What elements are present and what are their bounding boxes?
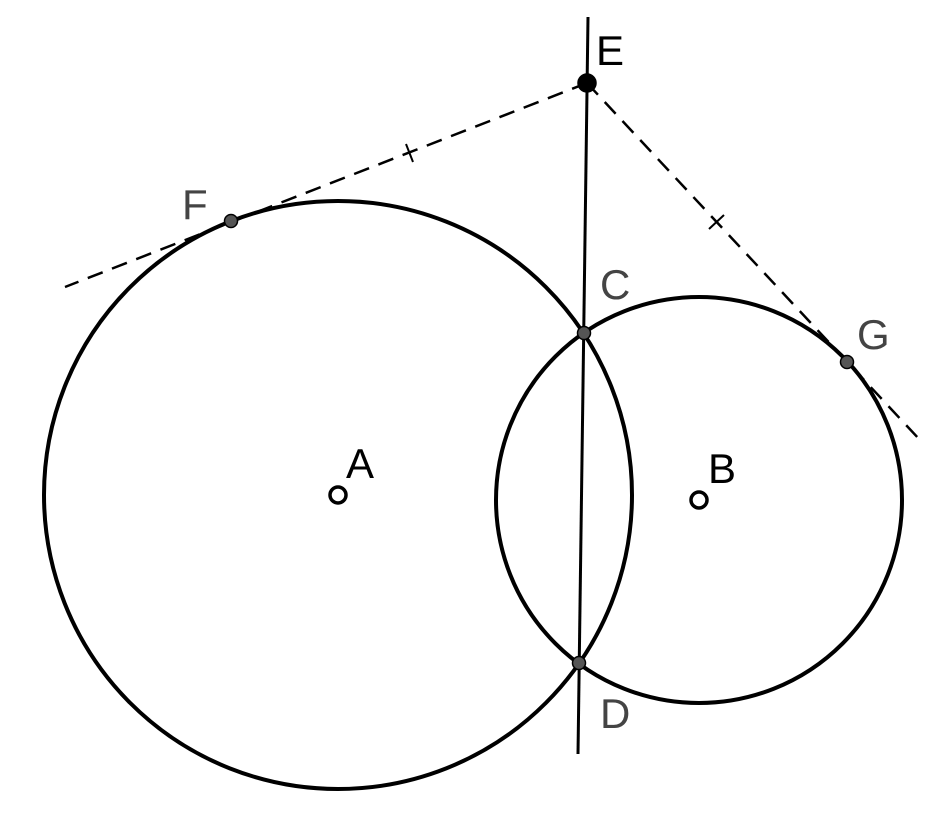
center-a: [328, 485, 348, 505]
tangent-line-eg: [586, 82, 921, 441]
tick-mark-ef: [405, 143, 414, 163]
tangent-line-ef: [64, 81, 588, 289]
label-g: G: [857, 311, 890, 358]
label-a: A: [346, 440, 374, 487]
circle-b: [494, 295, 904, 705]
tick-mark-eg: [708, 214, 725, 230]
point-f: [223, 213, 239, 229]
point-g: [839, 354, 855, 370]
circle-a: [42, 199, 634, 791]
point-e: [577, 73, 597, 93]
label-e: E: [596, 27, 624, 74]
center-b: [689, 490, 709, 510]
radical-axis-line: [576, 16, 590, 755]
label-d: D: [600, 690, 630, 737]
point-d: [571, 655, 587, 671]
point-c: [576, 325, 592, 341]
label-b: B: [708, 445, 736, 492]
label-f: F: [182, 181, 208, 228]
label-c: C: [600, 261, 630, 308]
